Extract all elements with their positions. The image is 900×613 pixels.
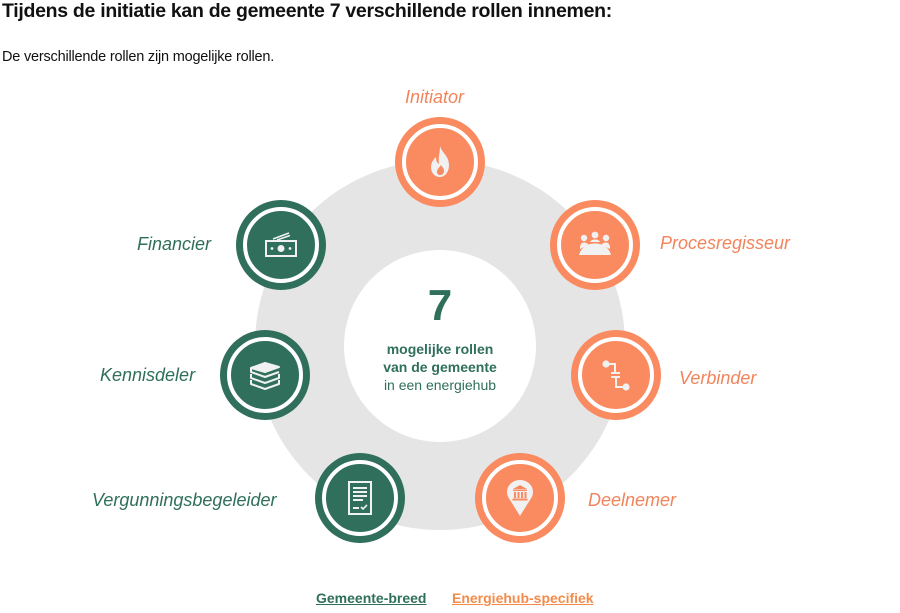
meeting-table-icon: [579, 231, 611, 255]
permit-document-icon: [348, 481, 372, 515]
role-kennisdeler: [220, 330, 310, 420]
role-label-deelnemer: Deelnemer: [588, 490, 677, 510]
page-subtitle: De verschillende rollen zijn mogelijke r…: [2, 49, 275, 65]
page-title: Tijdens de initiatie kan de gemeente 7 v…: [2, 0, 612, 22]
role-procesregisseur: [550, 200, 640, 290]
money-bills-icon: [265, 232, 297, 257]
center-line-1: mogelijke rollen: [386, 341, 494, 357]
role-vergunningsbegeleider: [315, 453, 405, 543]
role-label-kennisdeler: Kennisdeler: [100, 365, 196, 385]
role-initiator: [395, 117, 485, 207]
role-label-vergunningsbegeleider: Vergunningsbegeleider: [92, 490, 277, 510]
role-financier: [236, 200, 326, 290]
location-pin-building-icon: [507, 480, 533, 516]
role-deelnemer: [475, 453, 565, 543]
center-summary: 7 mogelijke rollen van de gemeente in ee…: [344, 250, 536, 442]
books-stack-icon: [250, 362, 280, 390]
center-line-3: in een energiehub: [383, 377, 497, 393]
role-label-procesregisseur: Procesregisseur: [660, 233, 791, 253]
roles-count: 7: [427, 281, 453, 330]
flame-icon: [431, 146, 449, 177]
role-label-financier: Financier: [137, 234, 212, 254]
role-label-initiator: Initiator: [405, 87, 465, 107]
legend-energiehub-specifiek: Energiehub-specifiek: [452, 590, 594, 606]
connector-icon: [602, 360, 630, 391]
legend-gemeente-breed: Gemeente-breed: [316, 590, 427, 606]
center-line-2: van de gemeente: [383, 359, 497, 375]
role-verbinder: [571, 330, 661, 420]
role-label-verbinder: Verbinder: [679, 368, 757, 388]
